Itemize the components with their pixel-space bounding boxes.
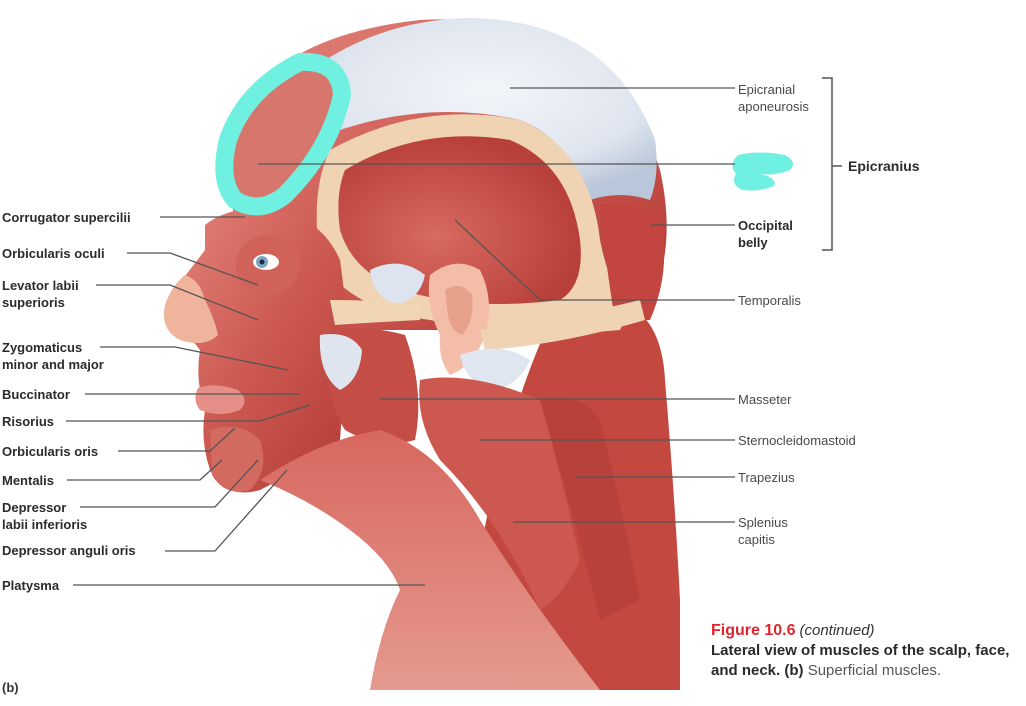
label-levator-labii-superioris-line1: Levator labii bbox=[2, 278, 79, 293]
label-trapezius: Trapezius bbox=[738, 470, 795, 485]
figure-panel: (b) bbox=[784, 662, 804, 679]
label-depressor-labii-line1: Depressor bbox=[2, 500, 67, 515]
label-epicranius-group: Epicranius bbox=[848, 158, 920, 174]
label-platysma: Platysma bbox=[2, 578, 60, 593]
left-leader-lines bbox=[66, 216, 425, 586]
platysma-muscle bbox=[260, 430, 600, 690]
label-splenius-capitis-line1: Splenius bbox=[738, 515, 788, 530]
panel-letter: (b) bbox=[2, 680, 19, 695]
lips bbox=[195, 385, 245, 414]
epicranial-aponeurosis bbox=[280, 18, 657, 200]
figure-title: Lateral view of muscles of the scalp, fa… bbox=[711, 642, 1010, 679]
cyan-highlight-loop bbox=[215, 52, 351, 216]
temporal-aponeurosis-patch bbox=[370, 263, 425, 305]
label-orbicularis-oris: Orbicularis oris bbox=[2, 444, 99, 459]
ear-inner bbox=[445, 286, 473, 335]
figure-subtitle: Superficial muscles. bbox=[807, 662, 942, 679]
frontal-belly-muscle bbox=[225, 67, 340, 216]
occipital-belly-muscle bbox=[600, 203, 665, 320]
label-risorius: Risorius bbox=[2, 414, 55, 429]
label-sternocleidomastoid: Sternocleidomastoid bbox=[738, 433, 856, 448]
sternocleidomastoid-muscle bbox=[419, 377, 580, 610]
cyan-highlight-blob bbox=[732, 152, 794, 191]
label-masseter: Masseter bbox=[738, 392, 792, 407]
temporalis-muscle bbox=[338, 136, 581, 304]
label-epicranial-aponeurosis-line2: aponeurosis bbox=[738, 99, 809, 114]
label-corrugator-supercilii: Corrugator supercilii bbox=[2, 210, 131, 225]
label-orbicularis-oculi: Orbicularis oculi bbox=[2, 246, 105, 261]
label-zygomaticus-line1: Zygomaticus bbox=[2, 340, 83, 355]
figure-caption: Figure 10.6(continued) Lateral view of m… bbox=[711, 621, 1026, 681]
label-epicranial-aponeurosis-line1: Epicranial bbox=[738, 82, 796, 97]
pupil bbox=[259, 259, 265, 265]
label-temporalis: Temporalis bbox=[738, 293, 801, 308]
label-zygomaticus-line2: minor and major bbox=[2, 357, 104, 372]
label-buccinator: Buccinator bbox=[2, 387, 70, 402]
epicranius-bracket bbox=[822, 77, 842, 251]
label-depressor-anguli-oris: Depressor anguli oris bbox=[2, 543, 136, 558]
nose bbox=[164, 275, 218, 344]
label-occipital-belly-line1: Occipital bbox=[738, 218, 793, 233]
label-depressor-labii-line2: labii inferioris bbox=[2, 517, 88, 532]
zygomatic-arch bbox=[330, 300, 420, 325]
label-occipital-belly-line2: belly bbox=[738, 235, 768, 250]
figure-continued: (continued) bbox=[799, 622, 875, 639]
occipital-tendon-band bbox=[480, 300, 645, 350]
figure-number: Figure 10.6 bbox=[711, 622, 796, 639]
label-mentalis: Mentalis bbox=[2, 473, 55, 488]
label-levator-labii-superioris-line2: superioris bbox=[2, 295, 65, 310]
label-splenius-capitis-line2: capitis bbox=[738, 532, 775, 547]
splenius-muscle bbox=[540, 397, 640, 620]
chin bbox=[210, 426, 264, 492]
masseter-fascia bbox=[319, 334, 362, 390]
right-leader-lines bbox=[258, 87, 735, 523]
